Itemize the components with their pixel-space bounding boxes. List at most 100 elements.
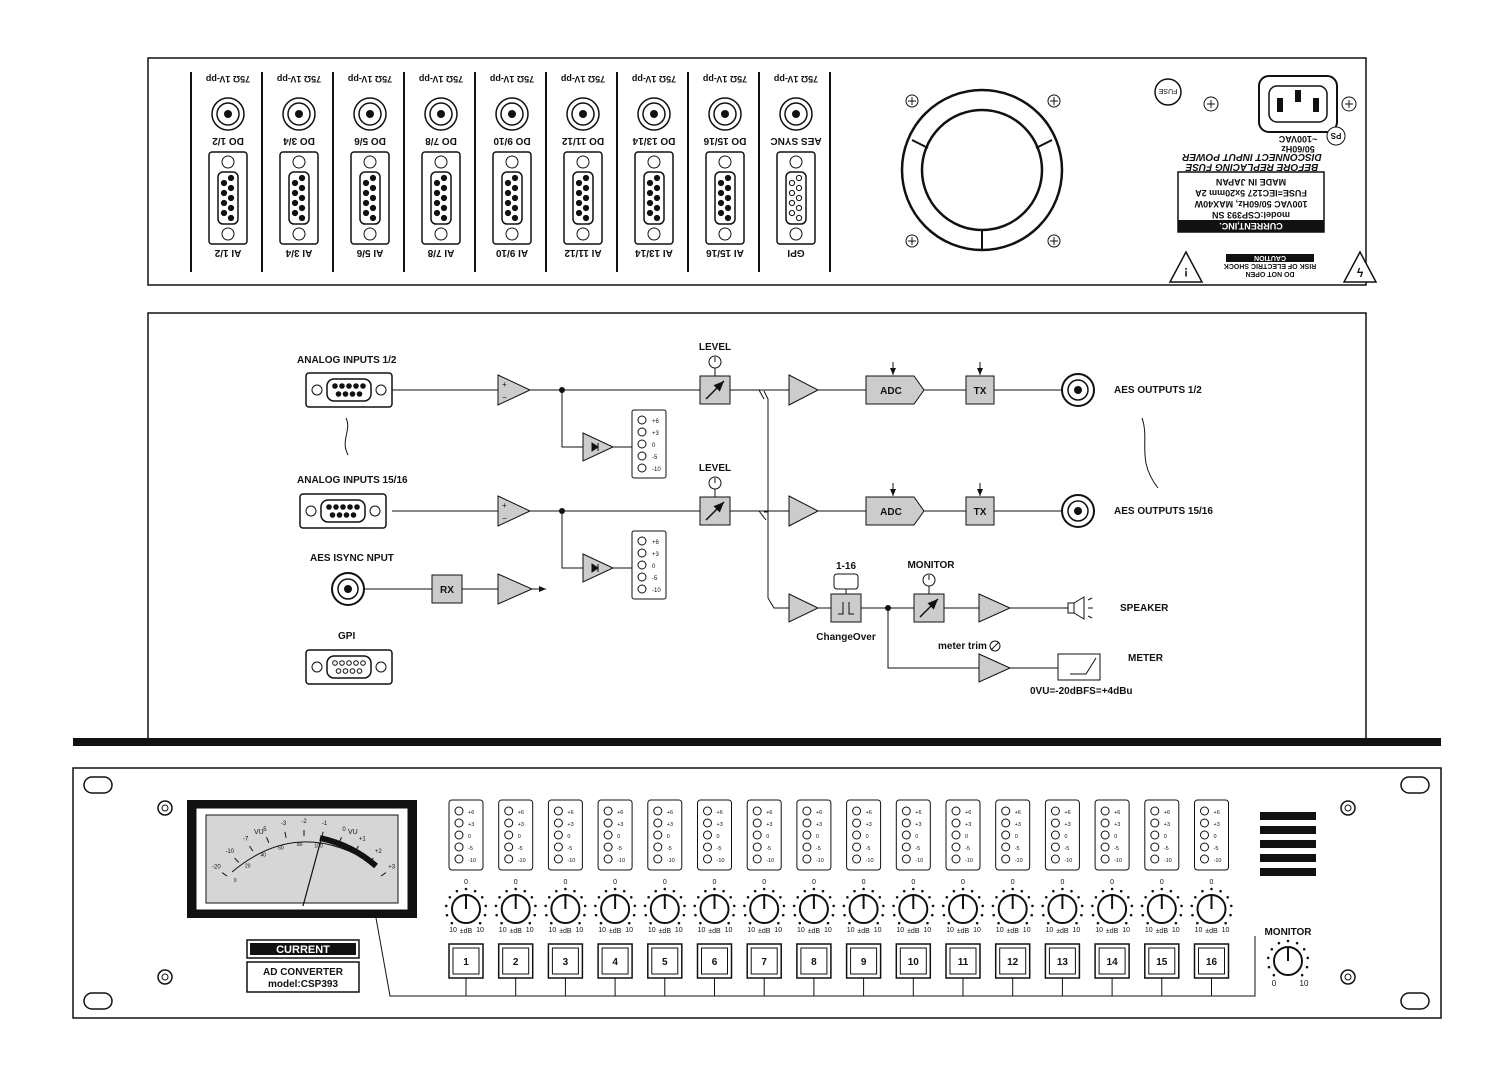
channel-select-button[interactable]: 16 <box>1193 943 1230 979</box>
knob-min-label: 10 <box>996 927 1004 934</box>
led-indicator <box>802 818 812 828</box>
knob-max-label: 10 <box>874 927 882 934</box>
led-scale-label: -5 <box>1164 846 1169 852</box>
gpi-connector <box>305 649 393 685</box>
trim-knob[interactable] <box>991 887 1034 925</box>
knob-max-label: 10 <box>1122 927 1130 934</box>
led-indicator <box>752 806 762 816</box>
knob-max-label: 10 <box>1023 927 1031 934</box>
led-indicator <box>703 806 712 816</box>
channel-select-button[interactable]: 14 <box>1094 943 1130 979</box>
trim-knob[interactable] <box>892 887 935 925</box>
led-scale-label: -5 <box>1015 846 1020 852</box>
led-scale-label: 0 <box>518 834 521 840</box>
trim-knob[interactable] <box>743 887 786 925</box>
led-scale-label: +3 <box>816 822 822 828</box>
channel-select-button[interactable]: 5 <box>647 943 683 979</box>
channel-select-button[interactable]: 12 <box>994 943 1031 979</box>
channel-select-button[interactable]: 13 <box>1044 943 1081 979</box>
tx-block <box>965 375 995 405</box>
aes-output-bnc <box>1061 494 1095 528</box>
output-spec-label: 75Ω 1V-pp <box>489 74 534 84</box>
fuse-holder[interactable]: FUSE <box>1154 78 1182 106</box>
db9-connector <box>563 151 603 245</box>
led-indicator <box>802 806 812 816</box>
channel-select-button[interactable]: 11 <box>945 943 981 979</box>
knob-min-label: 10 <box>598 927 606 934</box>
channel-select-button[interactable]: 8 <box>796 943 832 979</box>
trim-knob[interactable] <box>444 887 488 925</box>
trim-knob[interactable] <box>941 887 985 925</box>
digital-output-label: DO 11/12 <box>561 135 604 146</box>
knob-max-label: 10 <box>576 927 584 934</box>
led-scale-label: +6 <box>1015 810 1021 816</box>
svg-text:DO NOT OPEN: DO NOT OPEN <box>1245 270 1294 277</box>
led-indicator <box>504 818 514 828</box>
knob-zero-label: 0 <box>514 879 518 886</box>
led-indicator <box>1100 830 1110 840</box>
channel-select-button[interactable]: 9 <box>845 943 882 979</box>
gpi-label: GPI <box>338 631 355 642</box>
led-scale-label: +6 <box>816 810 822 816</box>
led-indicator <box>1200 806 1209 816</box>
trim-knob[interactable] <box>792 887 835 925</box>
trim-knob[interactable] <box>693 887 736 925</box>
channel-select-button[interactable]: 10 <box>895 943 932 979</box>
monitor-knob[interactable] <box>1266 939 1310 977</box>
trim-knob[interactable] <box>643 887 686 925</box>
trim-knob[interactable] <box>1041 887 1084 925</box>
trim-knob[interactable] <box>544 887 587 925</box>
channel-select-button[interactable]: 3 <box>547 943 584 979</box>
level-label: LEVEL <box>699 463 731 474</box>
input-diff-amp <box>497 374 532 406</box>
trim-knob[interactable] <box>1091 887 1134 925</box>
led-indicator <box>637 584 647 594</box>
led-indicator <box>752 842 762 852</box>
db9-connector <box>421 151 461 245</box>
led-scale-label: -5 <box>1214 846 1219 852</box>
trim-knob[interactable] <box>494 887 537 925</box>
trim-knob[interactable] <box>594 887 637 925</box>
trim-knob[interactable] <box>1140 887 1183 925</box>
channel-select-button[interactable]: 6 <box>696 943 733 979</box>
knob-max-label: 10 <box>476 927 484 934</box>
ps-mark: PS <box>1326 126 1346 146</box>
channel-select-button[interactable]: 1 <box>448 943 484 979</box>
led-meter: +6+30-5-10 <box>647 799 683 871</box>
led-scale-label: -5 <box>717 846 722 852</box>
channel-select-button[interactable]: 15 <box>1144 943 1180 979</box>
led-indicator <box>1150 842 1160 852</box>
knob-max-label: 10 <box>625 927 633 934</box>
led-scale-label: +6 <box>468 810 474 816</box>
knob-min-label: 10 <box>549 927 557 934</box>
vu-scale-label: +3 <box>388 865 396 871</box>
power-area: FUSE PS ~100VAC 50/60Hz DISCONNECT INPUT… <box>1154 75 1378 283</box>
knob-min-label: 10 <box>648 927 656 934</box>
led-scale-label: -10 <box>1064 858 1072 864</box>
speaker-icon <box>1067 596 1093 620</box>
trim-knob[interactable] <box>1190 887 1233 925</box>
knob-min-label: 10 <box>1195 927 1203 934</box>
led-indicator <box>653 854 663 864</box>
knob-unit-label: ±dB <box>708 928 721 935</box>
svg-text:RISK OF ELECTRIC SHOCK: RISK OF ELECTRIC SHOCK <box>1224 262 1317 269</box>
led-indicator <box>901 818 911 828</box>
led-scale-label: -10 <box>816 858 824 864</box>
led-indicator <box>703 842 712 852</box>
channel-select-button[interactable]: 2 <box>497 943 534 979</box>
knob-unit-label: ±dB <box>1156 928 1169 935</box>
panel-screw-icon <box>157 800 173 816</box>
led-scale-label: 0 <box>965 834 968 840</box>
trim-knob[interactable] <box>842 887 885 925</box>
brand-name: CURRENT <box>276 944 330 956</box>
channel-select-button[interactable]: 7 <box>746 943 782 979</box>
analog-input-label: AI 1/2 <box>214 247 241 258</box>
led-scale-label: 0 <box>652 443 656 449</box>
db9-connector <box>705 151 745 245</box>
channel-select-button[interactable]: 4 <box>597 943 633 979</box>
